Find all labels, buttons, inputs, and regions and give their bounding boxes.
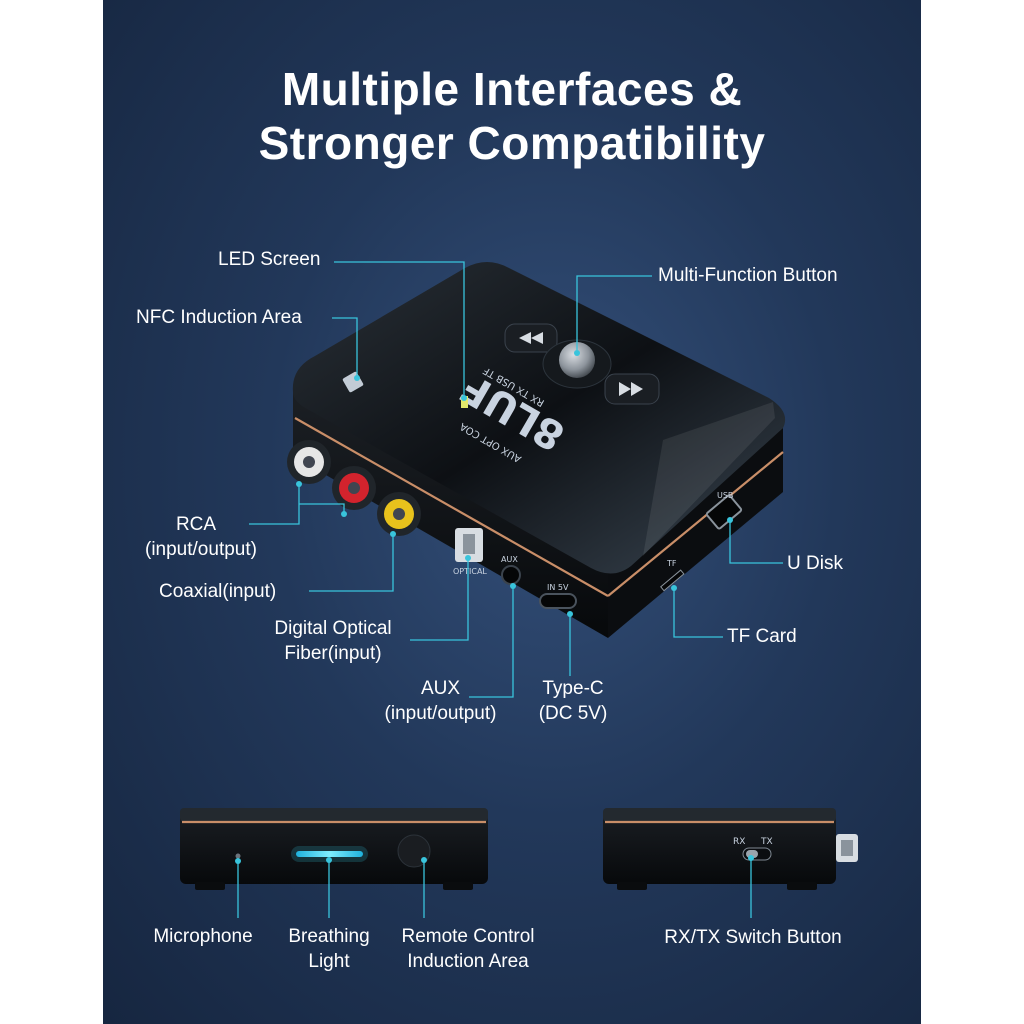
- aux-port-label: AUX: [501, 555, 518, 564]
- device-front-side: [293, 392, 608, 638]
- previous-icon: [519, 332, 543, 344]
- device-right-side: [608, 428, 783, 638]
- leader-lines: [235, 261, 783, 918]
- aux-label-sub: (input/output): [384, 703, 497, 724]
- u-disk-label: U Disk: [787, 553, 843, 574]
- multi-function-knob[interactable]: [559, 342, 595, 378]
- breathing-light-label-sub: Light: [308, 951, 350, 972]
- tf-port-label: TF: [666, 559, 677, 568]
- tf-card-label: TF Card: [727, 626, 797, 647]
- microphone-hole: [235, 853, 241, 859]
- microphone-label: Microphone: [153, 926, 253, 947]
- aux-label: AUX: [420, 678, 461, 699]
- switch-tx-label: TX: [760, 837, 773, 847]
- headline-line-2: Stronger Compatibility: [258, 117, 766, 169]
- rca-jacks: [287, 440, 421, 536]
- device-front-view: [180, 808, 488, 890]
- device-top: [292, 262, 786, 574]
- switch-rx-label: RX: [733, 837, 745, 847]
- remote-control-label-sub: Induction Area: [407, 951, 529, 972]
- usb-port-label: USB: [717, 491, 733, 500]
- coaxial-label: Coaxial(input): [159, 581, 277, 602]
- breathing-light: [296, 851, 363, 857]
- rca-plug-inner: [841, 840, 853, 856]
- optical-port-label: OPTICAL: [453, 567, 487, 576]
- copper-trim-front: [294, 417, 609, 597]
- multi-function-button-label: Multi-Function Button: [658, 265, 838, 286]
- tf-port: [660, 569, 685, 592]
- device-illustration: 8LUF AUX OPT COA RX TX USB TF O: [180, 261, 858, 918]
- typec-label: Type-C: [542, 678, 604, 699]
- next-icon: [619, 382, 643, 396]
- optical-label-sub: Fiber(input): [284, 643, 382, 664]
- remote-control-label: Remote Control: [401, 926, 535, 947]
- led-indicator: [461, 396, 468, 408]
- nfc-area-label: NFC Induction Area: [136, 307, 302, 328]
- main-device: 8LUF AUX OPT COA RX TX USB TF O: [287, 262, 786, 638]
- led-screen-label: LED Screen: [218, 249, 321, 270]
- typec-port: [539, 593, 577, 609]
- product-panel: Multiple Interfaces & Stronger Compatibi…: [103, 0, 921, 1024]
- optical-port-inner: [463, 534, 475, 554]
- rca-label: RCA: [175, 514, 217, 535]
- breathing-light-glow: [291, 846, 368, 862]
- device-top-glare: [643, 402, 775, 556]
- rxtx-switch-label: RX/TX Switch Button: [664, 927, 842, 948]
- optical-label: Digital Optical: [274, 618, 392, 639]
- aux-port: [501, 565, 521, 585]
- breathing-light-label: Breathing: [288, 926, 370, 947]
- copper-trim-right: [607, 451, 784, 597]
- rca-label-sub: (input/output): [145, 539, 257, 560]
- headline-line-1: Multiple Interfaces &: [281, 63, 743, 115]
- device-back-view: RX TX: [603, 808, 858, 890]
- typec-label-sub: (DC 5V): [538, 703, 608, 724]
- typec-port-label: IN 5V: [547, 583, 569, 592]
